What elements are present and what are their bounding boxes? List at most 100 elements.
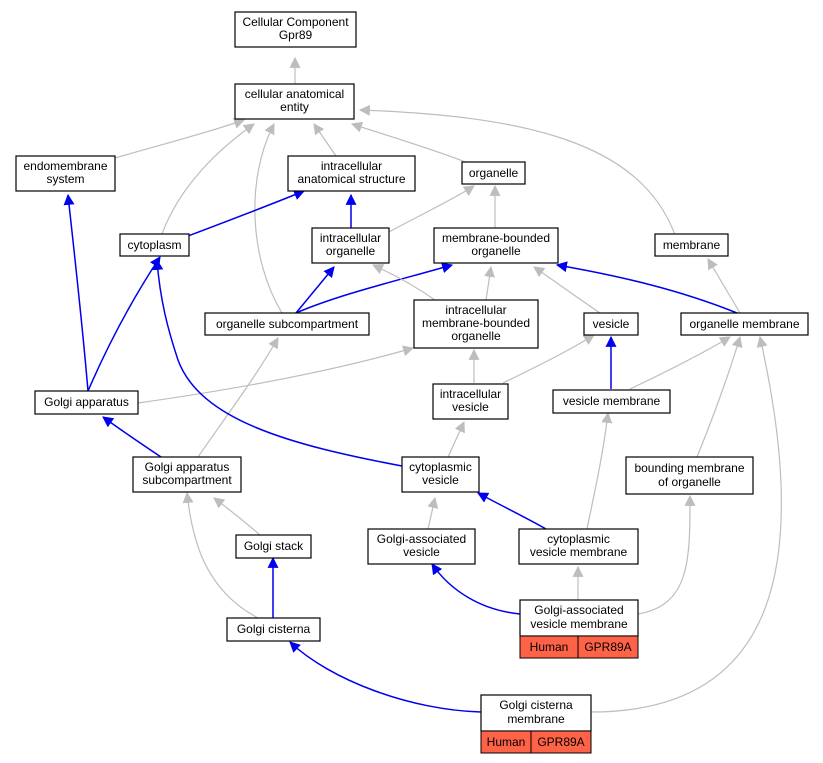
node-label-line: organelle (326, 244, 376, 258)
node-label-line: vesicle (593, 317, 630, 331)
edge-gcm-partof-gcist (289, 641, 482, 713)
node-label-line: vesicle (403, 545, 440, 559)
annotation-badge[interactable]: Human GPR89A (480, 730, 592, 754)
node-label-line: organelle (451, 329, 501, 343)
node-label-line: Golgi-associated (377, 532, 466, 546)
badge-gene: GPR89A (584, 640, 631, 654)
badge-gene: GPR89A (537, 735, 584, 749)
node-vesicle-membrane[interactable]: vesicle membrane (552, 389, 671, 414)
node-label-line: cellular anatomical (245, 87, 344, 101)
node-membrane-bounded-organelle[interactable]: membrane-bounded organelle (433, 227, 559, 264)
edge-vm-to-om (629, 336, 731, 390)
edge-gcm-to-om (590, 335, 782, 713)
edge-golgi-partof-endomembrane (63, 193, 89, 392)
node-organelle-subcompartment[interactable]: organelle subcompartment (204, 312, 370, 336)
edge-cvm-partof-cv (477, 492, 547, 530)
edge-cvm-to-vm (586, 411, 613, 530)
node-golgi-associated-vesicle[interactable]: Golgi-associated vesicle (367, 528, 476, 565)
node-label-line: vesicle (452, 400, 489, 414)
node-label-line: of organelle (658, 475, 721, 489)
node-vesicle[interactable]: vesicle (583, 312, 639, 336)
edge-endomembrane-to-cae (114, 118, 246, 159)
node-label-line: organelle (469, 166, 519, 180)
node-label-line: entity (280, 100, 309, 114)
edge-golgi-partof-cytoplasm (87, 256, 161, 392)
node-label-line: endomembrane (23, 159, 107, 173)
node-label-line: organelle membrane (689, 317, 799, 331)
edge-ias-to-cae (313, 123, 337, 157)
edge-gas-partof-golgi (102, 416, 162, 458)
node-organelle-membrane[interactable]: organelle membrane (680, 312, 809, 336)
edge-iv-to-vesicle (502, 334, 595, 384)
edge-orgsub-to-cae (254, 123, 283, 314)
node-cellular-component-gpr89[interactable]: Cellular Component Gpr89 (234, 11, 357, 48)
node-label-line: anatomical structure (297, 172, 405, 186)
node-cytoplasmic-vesicle[interactable]: cytoplasmic vesicle (401, 456, 480, 493)
node-label-line: vesicle membrane (530, 617, 628, 631)
edge-golgi-to-imbo (137, 345, 415, 404)
node-label-line: membrane (507, 712, 565, 726)
node-label-line: Golgi-associated (534, 603, 623, 617)
node-organelle[interactable]: organelle (461, 161, 526, 185)
node-label-line: intracellular (320, 231, 381, 245)
node-label-line: intracellular (321, 159, 382, 173)
node-label-line: system (46, 172, 84, 186)
node-label-line: vesicle membrane (563, 394, 661, 408)
edge-vesicle-to-mbo (533, 266, 601, 314)
node-cytoplasmic-vesicle-membrane[interactable]: cytoplasmic vesicle membrane (518, 528, 639, 565)
edge-cv-partof-cytoplasm (152, 258, 403, 467)
node-label-line: bounding membrane (634, 461, 744, 475)
node-golgi-cisterna-membrane[interactable]: Golgi cisterna membrane Human GPR89A (480, 694, 592, 754)
node-label-line: vesicle (422, 473, 459, 487)
node-label-line: vesicle membrane (530, 545, 628, 559)
edge-gas-to-orgsub (197, 337, 279, 458)
edge-cytoplasm-to-cae (161, 123, 255, 235)
edge-imbo-to-io (371, 264, 436, 301)
edge-organelle-to-cae (350, 121, 469, 164)
node-label-line: membrane-bounded (422, 316, 530, 330)
badge-species: Human (530, 640, 569, 654)
node-endomembrane-system[interactable]: endomembrane system (15, 155, 116, 192)
node-label-line: membrane (663, 238, 721, 252)
edge-membrane-to-cae (358, 104, 676, 236)
node-label-line: intracellular (440, 387, 501, 401)
node-golgi-associated-vesicle-membrane[interactable]: Golgi-associated vesicle membrane Human … (519, 599, 639, 659)
node-label-line: cytoplasmic (409, 460, 472, 474)
node-golgi-apparatus[interactable]: Golgi apparatus (34, 390, 139, 415)
node-intracellular-anatomical-structure[interactable]: intracellular anatomical structure (287, 155, 416, 192)
node-label-line: cytoplasm (127, 238, 181, 252)
edge-gstack-to-gas (213, 497, 261, 536)
node-intracellular-membrane-bounded-organelle[interactable]: intracellular membrane-bounded organelle (413, 299, 539, 349)
annotation-badge[interactable]: Human GPR89A (519, 635, 639, 659)
node-label-line: Golgi apparatus (145, 460, 230, 474)
node-label-line: intracellular (445, 303, 506, 317)
edge-orgsub-partof-mbo (295, 262, 454, 314)
edge-gavm-to-bmo (637, 494, 696, 615)
node-label-line: Golgi cisterna (499, 698, 573, 712)
node-cytoplasm[interactable]: cytoplasm (119, 233, 190, 257)
node-label-line: organelle subcompartment (216, 317, 359, 331)
node-label-line: membrane-bounded (442, 231, 550, 245)
node-golgi-apparatus-subcompartment[interactable]: Golgi apparatus subcompartment (132, 456, 242, 493)
node-label-line: subcompartment (142, 473, 232, 487)
node-intracellular-organelle[interactable]: intracellular organelle (311, 227, 390, 264)
node-cellular-anatomical-entity[interactable]: cellular anatomical entity (234, 83, 355, 120)
node-label-line: Golgi apparatus (44, 395, 129, 409)
node-label-line: cytoplasmic (547, 532, 610, 546)
edge-gav-to-cv (427, 496, 439, 530)
node-golgi-stack[interactable]: Golgi stack (235, 534, 312, 559)
node-label-line: Golgi stack (244, 539, 304, 553)
node-golgi-cisterna[interactable]: Golgi cisterna (226, 617, 321, 642)
node-bounding-membrane-of-organelle[interactable]: bounding membrane of organelle (625, 456, 754, 495)
node-intracellular-vesicle[interactable]: intracellular vesicle (432, 383, 509, 420)
edge-cytoplasm-partof-ias (187, 189, 306, 237)
edge-om-partof-mbo (555, 261, 738, 314)
edge-om-to-membrane (707, 258, 741, 314)
node-membrane[interactable]: membrane (654, 233, 729, 257)
edge-bmo-to-om (696, 335, 743, 458)
node-label-line: Gpr89 (279, 28, 313, 42)
edge-orgsub-partof-io (295, 266, 335, 314)
node-label-line: organelle (471, 244, 521, 258)
edges (63, 56, 782, 713)
